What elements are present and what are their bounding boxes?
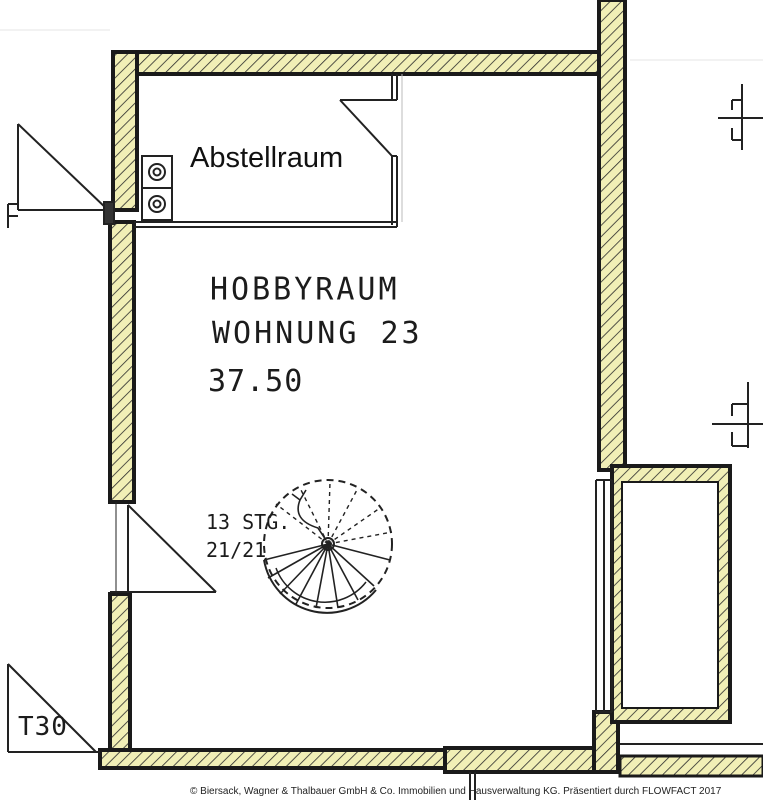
wall-bottom-right — [443, 746, 612, 774]
wall-left-lower — [108, 592, 132, 754]
stair-steps-label: 13 STG. — [206, 510, 291, 534]
stair-ratio-label: 21/21 — [206, 538, 267, 562]
door-upper-left — [7, 123, 115, 228]
appliances — [141, 155, 173, 221]
door-rating-label: T30 — [18, 712, 68, 742]
wall-bottom — [98, 748, 447, 770]
storage-partition — [134, 74, 403, 228]
door-lower-left — [7, 663, 100, 753]
wall-bottom-far-right — [618, 754, 763, 778]
copyright-notice: © Biersack, Wagner & Thalbauer GmbH & Co… — [190, 786, 722, 797]
door-middle-left — [110, 502, 217, 594]
window-frame — [595, 479, 613, 713]
storage-room-label: Abstellraum — [190, 142, 344, 174]
room-unit-label: WOHNUNG 23 — [212, 316, 423, 351]
wall-left-upper — [111, 50, 139, 212]
wall-right-upper — [597, 0, 627, 472]
background-guides — [0, 29, 763, 61]
wall-left-middle — [108, 220, 136, 504]
wall-top — [111, 50, 605, 76]
window-well-inner — [621, 481, 719, 709]
wall-symbols-right — [712, 84, 763, 448]
spiral-staircase — [263, 479, 393, 614]
room-area-label: 37.50 — [208, 364, 304, 399]
bottom-details — [469, 743, 763, 800]
room-name-label: HOBBYRAUM — [210, 271, 400, 308]
